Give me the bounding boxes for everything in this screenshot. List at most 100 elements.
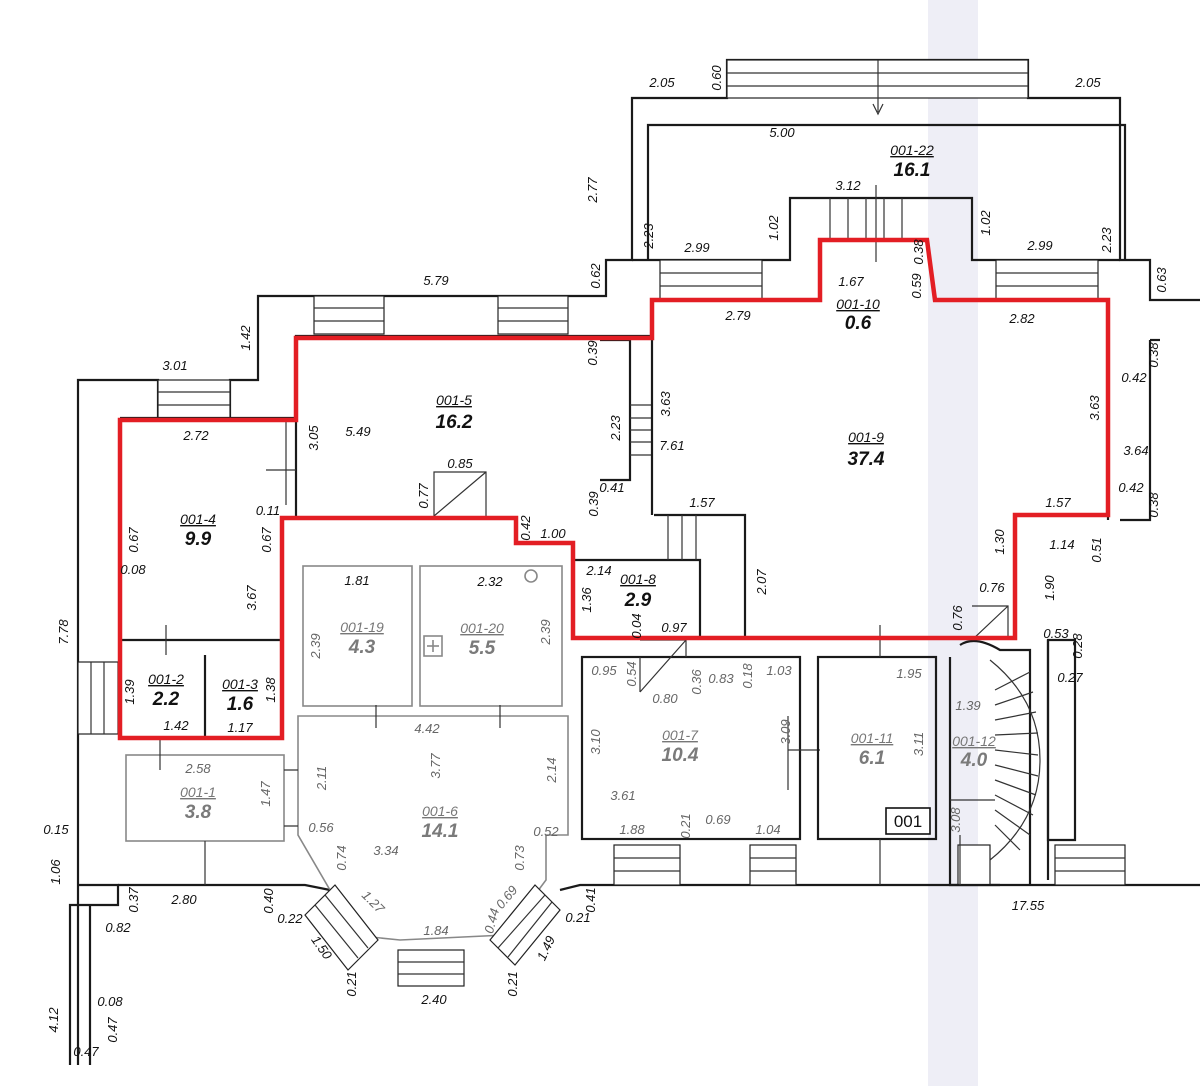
dimension-label: 1.36	[579, 587, 594, 613]
room-001-11: 001-11 6.1	[851, 730, 894, 769]
dimension-label: 0.11	[256, 503, 280, 518]
room-001-8: 001-8 2.9	[620, 571, 656, 611]
scan-shading	[928, 0, 978, 1086]
dimension-label: 2.07	[754, 569, 769, 596]
dimension-label: 0.21	[505, 971, 520, 996]
dimension-label: 1.27	[359, 888, 388, 917]
dimension-label: 3.67	[244, 585, 259, 611]
dimension-label: 1.57	[1045, 495, 1071, 510]
dimension-label: 0.38	[1146, 342, 1161, 368]
room-area-label: 37.4	[848, 449, 885, 470]
dimension-label: 17.55	[1012, 898, 1045, 913]
room-area-label: 16.1	[894, 160, 931, 181]
room-001-19: 001-19 4.3	[340, 619, 384, 658]
dimension-label: 0.69	[705, 812, 730, 827]
dimension-label: 3.05	[306, 425, 321, 451]
dimension-label: 0.38	[911, 239, 926, 265]
room-area-label: 6.1	[859, 748, 885, 769]
dimension-label: 0.77	[416, 483, 431, 509]
dimension-label: 0.04	[629, 613, 644, 638]
dimension-label: 0.74	[334, 845, 349, 870]
room-area-label: 3.8	[185, 802, 212, 823]
dimension-label: 0.47	[73, 1044, 99, 1059]
dimension-label: 0.42	[1118, 480, 1144, 495]
room-id-label: 001-2	[148, 671, 184, 687]
room-id-label: 001-7	[662, 727, 699, 743]
dimension-label: 1.06	[48, 859, 63, 885]
dimension-label: 1.88	[619, 822, 645, 837]
dimension-label: 2.11	[314, 766, 329, 791]
dimension-label: 0.51	[1089, 537, 1104, 562]
dimension-label: 3.63	[1087, 395, 1102, 421]
dimension-label: 1.42	[163, 718, 189, 733]
dimension-label: 0.39	[586, 491, 601, 516]
dimension-label: 1.00	[540, 526, 566, 541]
room-area-label: 16.2	[436, 412, 473, 433]
room-id-label: 001-4	[180, 511, 216, 527]
room-001-12: 001-12 4.0	[952, 733, 996, 771]
dimension-label: 2.05	[648, 75, 675, 90]
dimension-label: 2.14	[585, 563, 611, 578]
dimension-label: 2.23	[1099, 227, 1114, 254]
dimension-label: 0.63	[1154, 267, 1169, 293]
dimension-label: 0.83	[708, 671, 734, 686]
dimension-label: 0.22	[277, 911, 303, 926]
outer-walls	[68, 58, 1200, 1065]
dimension-label: 4.42	[414, 721, 440, 736]
room-001-4: 001-4 9.9	[180, 511, 216, 550]
dimension-label: 0.21	[344, 971, 359, 996]
dimension-label: 0.62	[588, 263, 603, 289]
room-001-7: 001-7 10.4	[662, 727, 700, 766]
dimension-label: 1.39	[122, 679, 137, 704]
room-001-22: 001-22 16.1	[890, 142, 934, 181]
dimension-label: 0.56	[308, 820, 334, 835]
room-area-label: 1.6	[227, 694, 254, 715]
room-id-label: 001-1	[180, 784, 216, 800]
dimension-label: 0.41	[599, 480, 624, 495]
dimension-label: 5.49	[345, 424, 370, 439]
dimension-label: 0.76	[979, 580, 1005, 595]
dimension-label: 0.59	[909, 273, 924, 298]
room-001-2: 001-2 2.2	[148, 671, 184, 710]
dimension-label: 0.82	[105, 920, 131, 935]
dimension-label: 0.76	[950, 605, 965, 631]
dimension-label: 3.64	[1123, 443, 1148, 458]
dimension-label: 0.42	[518, 515, 533, 541]
dimension-label: 0.41	[583, 887, 598, 912]
room-area-label: 10.4	[662, 745, 699, 766]
dimension-label: 2.39	[308, 633, 323, 659]
dimension-label: 1.90	[1042, 575, 1057, 601]
dimension-label: 2.14	[544, 757, 559, 783]
dimension-label: 0.15	[43, 822, 69, 837]
room-001-3: 001-3 1.6	[222, 676, 258, 715]
dimension-label: 3.11	[911, 732, 926, 756]
dimension-label: 3.34	[373, 843, 398, 858]
dimension-label: 2.05	[1074, 75, 1101, 90]
dimension-label: 0.18	[740, 663, 755, 689]
room-001-5: 001-5 16.2	[436, 392, 473, 433]
dimension-label: 2.80	[170, 892, 197, 907]
room-id-label: 001-9	[848, 429, 884, 445]
dimension-label: 0.38	[1146, 492, 1161, 518]
dimension-label: 1.57	[689, 495, 715, 510]
dimension-label: 0.97	[661, 620, 687, 635]
dimension-label: 2.72	[182, 428, 209, 443]
dimension-label: 0.53	[1043, 626, 1069, 641]
dimension-label: 3.61	[610, 788, 635, 803]
dimension-label: 0.08	[120, 562, 146, 577]
dimension-label: 2.58	[184, 761, 211, 776]
room-area-label: 4.3	[348, 637, 376, 658]
dimension-label: 0.60	[709, 65, 724, 91]
room-001-9: 001-9 37.4	[848, 429, 885, 470]
dimension-label: 1.14	[1049, 537, 1074, 552]
dimension-label: 3.63	[658, 391, 673, 417]
dimension-label: 3.77	[428, 753, 443, 779]
dimension-label: 3.08	[948, 807, 963, 833]
room-id-label: 001-19	[340, 619, 384, 635]
dimension-label: 5.00	[769, 125, 795, 140]
dimension-label: 0.21	[565, 910, 590, 925]
dimension-label: 0.36	[689, 669, 704, 695]
dimension-label: 1.42	[238, 325, 253, 351]
dimension-label: 0.67	[126, 527, 141, 553]
dimension-label: 1.47	[258, 781, 273, 807]
